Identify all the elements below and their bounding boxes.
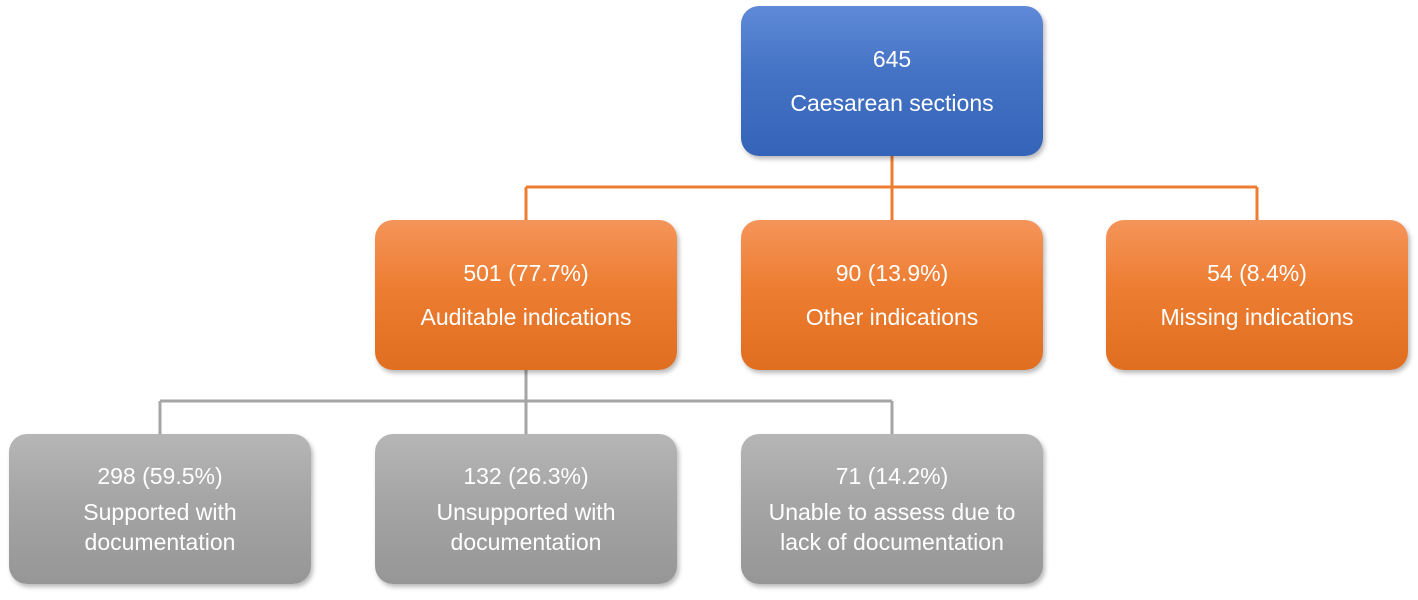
auditable-connector: [158, 370, 894, 434]
node-count: 501 (77.7%): [463, 260, 589, 286]
unsupported-node: 132 (26.3%) Unsupported with documentati…: [375, 434, 677, 584]
node-count: 645: [872, 46, 912, 72]
node-count: 71 (14.2%): [835, 463, 949, 489]
unable-to-assess-node: 71 (14.2%) Unable to assess due to lack …: [741, 434, 1043, 584]
root-connector: [524, 156, 1259, 220]
node-label: Caesarean sections: [790, 90, 994, 116]
node-count: 298 (59.5%): [97, 463, 223, 489]
node-label: Unable to assess due to lack of document…: [768, 499, 1016, 555]
caesarean-sections-node: 645 Caesarean sections: [741, 6, 1043, 156]
node-count: 90 (13.9%): [835, 260, 949, 286]
other-indications-node: 90 (13.9%) Other indications: [741, 220, 1043, 370]
node-label: Missing indications: [1160, 304, 1354, 330]
node-label: Other indications: [805, 304, 979, 330]
missing-indications-node: 54 (8.4%) Missing indications: [1106, 220, 1408, 370]
auditable-indications-node: 501 (77.7%) Auditable indications: [375, 220, 677, 370]
node-count: 132 (26.3%): [463, 463, 589, 489]
supported-node: 298 (59.5%) Supported with documentation: [9, 434, 311, 584]
node-label: Unsupported with documentation: [436, 499, 616, 555]
node-label: Auditable indications: [420, 304, 632, 330]
node-count: 54 (8.4%): [1207, 260, 1307, 286]
node-label: Supported with documentation: [83, 499, 237, 555]
